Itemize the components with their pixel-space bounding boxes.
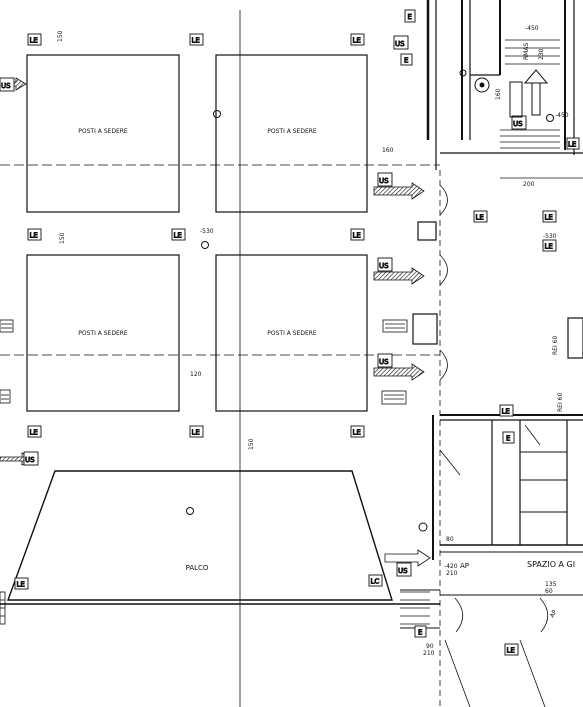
seating-label-1: POSTI A SEDERE [78, 128, 128, 135]
dim-160: 160 [382, 147, 394, 154]
marker-us-3: US [379, 177, 389, 185]
marker-le-8: LE [192, 429, 200, 437]
exit-arrow-6 [384, 549, 431, 567]
marker-le-4: LE [30, 232, 38, 240]
marker-le-11: LC [371, 578, 380, 586]
dim-160-b: 160 [495, 88, 502, 100]
marker-e-1: E [404, 57, 408, 65]
exit-arrow-2 [373, 267, 425, 285]
seating-block-2 [215, 54, 368, 213]
sink-fixture [418, 522, 428, 532]
seating-label-2: POSTI A SEDERE [267, 128, 317, 135]
marker-us-4: US [379, 262, 389, 270]
seating-block-4 [215, 254, 368, 412]
marker-us-2: US [1, 82, 11, 90]
door-swings [439, 184, 549, 707]
dim-150-b: 150 [59, 232, 66, 244]
markers: LE LE LE LE LE LE LE LE LE LE LC LE LE L… [0, 9, 580, 656]
dim-120: 120 [190, 371, 202, 378]
dim-m530-a: -530 [200, 228, 214, 235]
exit-arrow-1 [373, 182, 425, 200]
dim-150-a: 150 [57, 30, 64, 42]
marker-le-2: LE [192, 37, 200, 45]
marker-e-2: E [408, 13, 412, 21]
dimension-labels: 150 150 160 120 150 -530 -530 -450 -450 … [57, 25, 569, 657]
seating-block-1 [26, 54, 180, 213]
marker-le-15: LE [507, 647, 515, 655]
dim-200: 200 [523, 181, 535, 188]
wall-unit-3 [0, 319, 14, 333]
marker-us-1: US [395, 40, 405, 48]
dim-m420: -420 [444, 563, 458, 570]
seating-block-3 [26, 254, 180, 412]
dim-210-b: 210 [423, 650, 435, 657]
marker-le-13: LE [545, 214, 553, 222]
dim-rei60-a: REI 60 [552, 336, 559, 355]
marker-us-8: US [398, 567, 408, 575]
dim-m450-a: -450 [525, 25, 539, 32]
light-fixture-3 [186, 507, 194, 515]
dim-ap-b: AP [549, 608, 559, 619]
marker-e-4: E [506, 435, 510, 443]
marker-le-1: LE [30, 37, 38, 45]
dim-m530-b: -530 [543, 233, 557, 240]
dim-90: 90 [426, 643, 434, 650]
wall-unit-4 [0, 389, 11, 404]
marker-e-3: E [418, 629, 422, 637]
light-fixture-4 [546, 114, 554, 122]
marker-us-6: US [25, 456, 35, 464]
dim-60: 60 [545, 588, 553, 595]
light-fixture-2 [201, 241, 209, 249]
stage-label: PALCO [186, 564, 209, 572]
seating-blocks [26, 54, 368, 412]
marker-le-16: LE [502, 408, 510, 416]
wall-units [0, 319, 408, 405]
dim-ap: AP [460, 562, 469, 570]
stairs [0, 39, 560, 625]
marker-le-3: LE [353, 37, 361, 45]
marker-le-12: LE [476, 214, 484, 222]
space-label: SPAZIO A GI [527, 560, 575, 569]
dim-m450-b: -450 [555, 112, 569, 119]
dim-rei60-b: REI 60 [557, 393, 564, 412]
dim-80: 80 [446, 536, 454, 543]
marker-le-6: LE [353, 232, 361, 240]
wall-unit-2 [381, 390, 407, 405]
wall-unit-1 [382, 319, 408, 333]
seating-label-4: POSTI A SEDERE [267, 330, 317, 337]
seating-label-3: POSTI A SEDERE [78, 330, 128, 337]
marker-le-10: LE [17, 581, 25, 589]
marker-us-5: US [379, 358, 389, 366]
marker-le-17: LE [568, 141, 576, 149]
fixtures [186, 69, 554, 532]
dim-210-a: 210 [446, 570, 458, 577]
column-fixture [474, 77, 490, 93]
exit-arrow-3 [373, 363, 425, 381]
dim-rmas: RMAS [523, 43, 530, 60]
light-fixture-1 [213, 110, 221, 118]
dim-135: 135 [545, 581, 557, 588]
exit-arrows [0, 77, 431, 567]
dim-230: 230 [538, 48, 545, 60]
stage-outline [6, 470, 393, 601]
marker-le-14: LE [545, 243, 553, 251]
marker-us-7: US [513, 120, 523, 128]
marker-le-7: LE [30, 429, 38, 437]
marker-le-9: LE [353, 429, 361, 437]
dim-150-c: 150 [248, 438, 255, 450]
marker-le-5: LE [174, 232, 182, 240]
